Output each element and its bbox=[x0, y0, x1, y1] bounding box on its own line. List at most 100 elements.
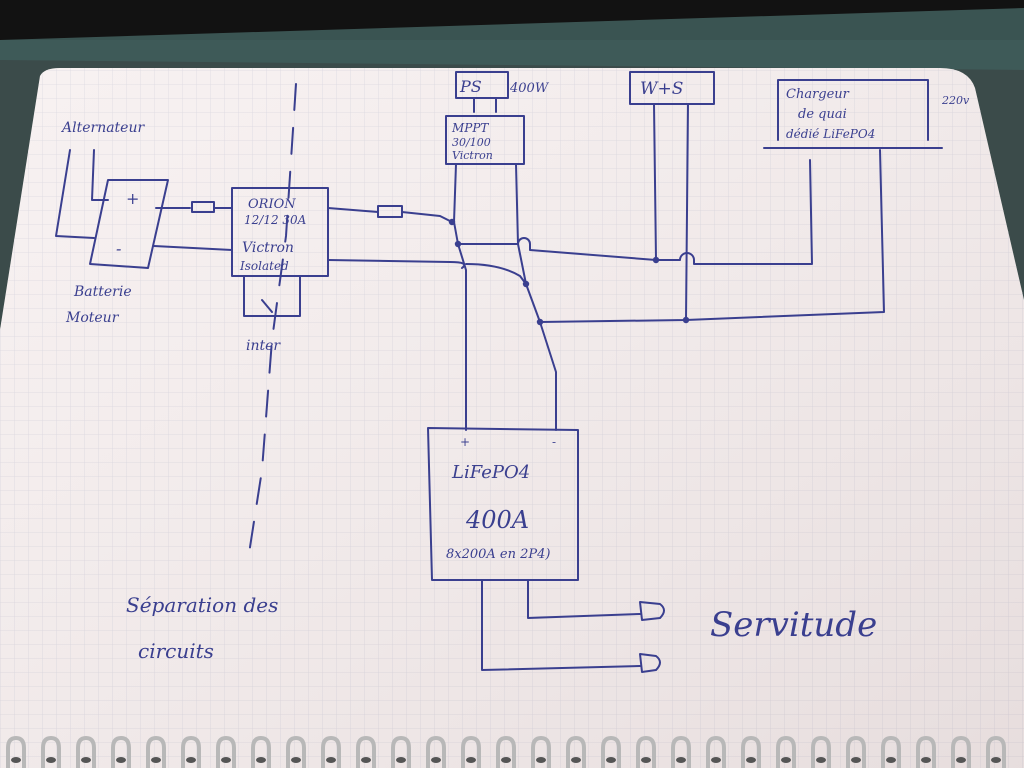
labels: PS 400W MPPT 30/100 Victron W+S Chargeur… bbox=[60, 77, 970, 663]
lifepo4-minus: - bbox=[552, 435, 556, 449]
fuse-2 bbox=[377, 205, 403, 218]
spiral-ring bbox=[881, 735, 901, 768]
spiral-ring bbox=[6, 735, 26, 768]
junction-dot bbox=[536, 318, 544, 326]
spiral-ring bbox=[916, 735, 936, 768]
battery-label-line1: Batterie bbox=[73, 284, 132, 300]
spiral-ring bbox=[986, 735, 1006, 768]
service-wire-1 bbox=[527, 579, 641, 619]
spiral-hole bbox=[571, 757, 581, 763]
solar-panel-wires bbox=[473, 97, 497, 113]
spiral-hole bbox=[711, 757, 721, 763]
spiral-ring bbox=[461, 735, 481, 768]
solar-panel-label: PS bbox=[459, 77, 482, 96]
spiral-ring bbox=[566, 735, 586, 768]
spiral-binding bbox=[6, 735, 1006, 768]
spiral-hole bbox=[991, 757, 1001, 763]
lifepo4-plus: + bbox=[460, 435, 470, 449]
spiral-ring bbox=[356, 735, 376, 768]
spiral-ring bbox=[601, 735, 621, 768]
wind-label: W+S bbox=[640, 79, 683, 99]
spiral-hole bbox=[956, 757, 966, 763]
junction-dot bbox=[448, 218, 456, 226]
wind-wires bbox=[653, 103, 689, 321]
spiral-ring bbox=[76, 735, 96, 768]
spiral-ring bbox=[776, 735, 796, 768]
spiral-ring bbox=[531, 735, 551, 768]
spiral-hole bbox=[291, 757, 301, 763]
battery-to-orion-wires bbox=[153, 207, 233, 251]
charger-line2: de quai bbox=[798, 107, 847, 122]
junction-dot bbox=[652, 256, 660, 264]
mppt-box bbox=[445, 115, 525, 165]
spiral-hole bbox=[116, 757, 126, 763]
spiral-hole bbox=[746, 757, 756, 763]
mppt-line3: Victron bbox=[452, 149, 493, 162]
charger-box bbox=[763, 79, 943, 149]
orion-negative-wire bbox=[327, 259, 466, 269]
separation-label-line2: circuits bbox=[138, 639, 214, 663]
mppt-line2: 30/100 bbox=[452, 136, 491, 149]
orion-positive-wire bbox=[327, 207, 453, 223]
alternator-wires bbox=[55, 149, 109, 239]
battery-plus: + bbox=[126, 189, 139, 208]
spiral-ring bbox=[951, 735, 971, 768]
spiral-hole bbox=[151, 757, 161, 763]
junction-dot bbox=[522, 280, 530, 288]
spiral-hole bbox=[606, 757, 616, 763]
mppt-line1: MPPT bbox=[451, 121, 489, 135]
spiral-hole bbox=[781, 757, 791, 763]
positive-bus bbox=[457, 159, 813, 265]
spiral-ring bbox=[216, 735, 236, 768]
spiral-hole bbox=[851, 757, 861, 763]
junction-dot bbox=[682, 316, 690, 324]
orion-line1: ORION bbox=[248, 197, 296, 212]
spiral-ring bbox=[846, 735, 866, 768]
battery-label-line2: Moteur bbox=[65, 310, 120, 326]
spiral-ring bbox=[636, 735, 656, 768]
spiral-hole bbox=[676, 757, 686, 763]
charger-line1: Chargeur bbox=[786, 87, 850, 102]
spiral-hole bbox=[11, 757, 21, 763]
charger-line3: dédié LiFePO4 bbox=[786, 127, 875, 141]
spiral-hole bbox=[466, 757, 476, 763]
engine-battery-box bbox=[89, 179, 169, 269]
spiral-ring bbox=[391, 735, 411, 768]
wind-box bbox=[629, 71, 715, 105]
spiral-ring bbox=[41, 735, 61, 768]
spiral-ring bbox=[741, 735, 761, 768]
lifepo4-line3: 8x200A en 2P4) bbox=[446, 547, 551, 562]
spiral-hole bbox=[396, 757, 406, 763]
service-label: Servitude bbox=[710, 605, 877, 645]
orion-line4: Isolated bbox=[239, 259, 289, 273]
spiral-ring bbox=[426, 735, 446, 768]
spiral-ring bbox=[251, 735, 271, 768]
separation-dashed-line bbox=[247, 83, 297, 561]
spiral-hole bbox=[641, 757, 651, 763]
junction-dot bbox=[454, 240, 462, 248]
lifepo4-box bbox=[427, 427, 579, 581]
lifepo4-line2: 400A bbox=[465, 506, 529, 534]
alternator-label: Alternateur bbox=[60, 120, 145, 136]
spiral-ring bbox=[321, 735, 341, 768]
lifepo4-line1: LiFePO4 bbox=[451, 462, 530, 483]
orion-line3: Victron bbox=[242, 240, 294, 256]
spiral-ring bbox=[496, 735, 516, 768]
spiral-ring bbox=[111, 735, 131, 768]
spiral-hole bbox=[886, 757, 896, 763]
spiral-hole bbox=[46, 757, 56, 763]
switch-label: inter bbox=[246, 338, 281, 354]
spiral-hole bbox=[81, 757, 91, 763]
spiral-ring bbox=[811, 735, 831, 768]
service-arrow-2 bbox=[639, 653, 661, 673]
battery-minus: - bbox=[116, 239, 121, 258]
service-arrow-1 bbox=[639, 601, 665, 621]
spiral-ring bbox=[286, 735, 306, 768]
spiral-hole bbox=[256, 757, 266, 763]
spiral-hole bbox=[326, 757, 336, 763]
spiral-hole bbox=[536, 757, 546, 763]
charger-voltage: 220v bbox=[941, 94, 970, 107]
mppt-negative-wire bbox=[515, 163, 557, 431]
spiral-ring bbox=[181, 735, 201, 768]
